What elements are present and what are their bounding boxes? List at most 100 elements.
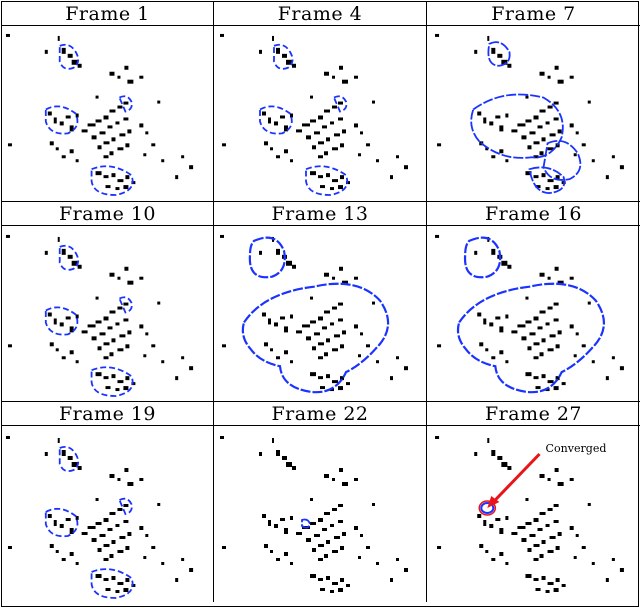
- building-pixel: [340, 376, 344, 381]
- building-pixel: [274, 322, 278, 327]
- building-pixel: [310, 119, 316, 123]
- building-pixel: [547, 105, 553, 109]
- building-pixel: [91, 336, 97, 341]
- building-pixel: [175, 578, 179, 582]
- building-pixel: [495, 115, 501, 119]
- building-pixel: [69, 552, 74, 556]
- level-set-contour: [456, 282, 605, 394]
- building-pixel: [105, 386, 111, 390]
- building-pixel: [569, 324, 574, 329]
- building-pixel: [139, 526, 144, 530]
- building-pixel: [312, 346, 316, 351]
- building-pixel: [119, 536, 126, 539]
- building-pixel: [318, 356, 323, 360]
- building-pixel: [539, 474, 545, 478]
- building-pixel: [320, 588, 325, 591]
- building-pixel: [569, 526, 574, 530]
- building-pixel: [7, 344, 12, 348]
- frame-label: Frame 1: [2, 2, 214, 26]
- building-pixel: [541, 374, 546, 379]
- building-pixel: [318, 578, 323, 581]
- building-pixel: [489, 524, 494, 528]
- building-pixel: [310, 522, 316, 525]
- building-pixel: [366, 143, 370, 147]
- building-pixel: [553, 318, 559, 322]
- frame-label: Frame 19: [2, 402, 214, 426]
- level-set-contour: [58, 43, 80, 70]
- building-pixel: [547, 147, 554, 151]
- building-pixel: [296, 330, 302, 334]
- level-set-contour: [44, 306, 79, 336]
- building-pixel: [95, 119, 102, 123]
- building-pixel: [547, 179, 554, 183]
- building-pixel: [326, 540, 330, 544]
- building-pixel: [372, 100, 375, 104]
- building-pixel: [81, 330, 88, 334]
- building-pixel: [396, 356, 399, 360]
- building-pixel: [324, 272, 329, 277]
- building-pixel: [292, 264, 296, 269]
- building-pixel: [338, 386, 343, 391]
- building-pixel: [318, 115, 323, 120]
- building-pixel: [91, 538, 97, 542]
- building-pixel: [53, 117, 57, 124]
- building-pixel: [535, 588, 541, 591]
- building-pixel: [222, 344, 226, 348]
- building-pixel: [151, 546, 156, 549]
- building-pixel: [342, 330, 346, 335]
- building-pixel: [127, 280, 134, 285]
- building-pixel: [75, 516, 79, 520]
- building-pixel: [270, 348, 273, 352]
- building-pixel: [286, 260, 292, 266]
- building-pixel: [107, 528, 113, 531]
- building-pixel: [151, 143, 156, 147]
- building-pixel: [342, 79, 348, 84]
- building-pixel: [127, 79, 134, 84]
- building-pixel: [115, 322, 120, 326]
- frame-label: Frame 13: [214, 202, 427, 226]
- building-pixel: [117, 179, 124, 183]
- building-pixel: [557, 482, 564, 486]
- building-pixel: [338, 117, 343, 121]
- building-pixel: [115, 388, 120, 392]
- building-pixel: [119, 133, 126, 137]
- building-pixel: [284, 149, 288, 154]
- building-pixel: [539, 272, 545, 277]
- building-pixel: [619, 165, 624, 170]
- building-pixel: [175, 175, 179, 180]
- building-pixel: [103, 155, 109, 159]
- building-pixel: [495, 316, 501, 320]
- converged-contour: [480, 502, 495, 514]
- level-set-contour: [118, 497, 133, 516]
- building-pixel: [517, 324, 526, 328]
- building-pixel: [322, 326, 327, 330]
- level-set-contour: [332, 95, 348, 113]
- building-pixel: [55, 550, 59, 553]
- level-set-contour: [259, 105, 293, 135]
- building-pixel: [99, 534, 106, 537]
- building-pixel: [537, 528, 543, 531]
- building-pixel: [57, 35, 60, 41]
- building-pixel: [109, 272, 115, 277]
- building-pixel: [611, 155, 615, 159]
- building-pixel: [276, 47, 280, 54]
- building-pixel: [123, 504, 129, 507]
- building-pixel: [139, 276, 144, 280]
- building-pixel: [485, 550, 489, 553]
- building-pixel: [587, 503, 591, 506]
- building-pixel: [111, 374, 116, 379]
- building-pixel: [505, 360, 509, 364]
- building-pixel: [545, 187, 550, 191]
- building-pixel: [477, 312, 482, 317]
- frame-image: [214, 426, 427, 602]
- building-pixel: [499, 125, 504, 132]
- building-pixel: [491, 356, 496, 360]
- building-pixel: [49, 342, 54, 347]
- building-pixel: [220, 234, 224, 238]
- building-pixel: [354, 324, 358, 329]
- building-pixel: [123, 101, 129, 105]
- building-pixel: [547, 550, 554, 553]
- building-pixel: [533, 578, 539, 581]
- frame-plot: [220, 33, 408, 196]
- building-pixel: [545, 121, 550, 125]
